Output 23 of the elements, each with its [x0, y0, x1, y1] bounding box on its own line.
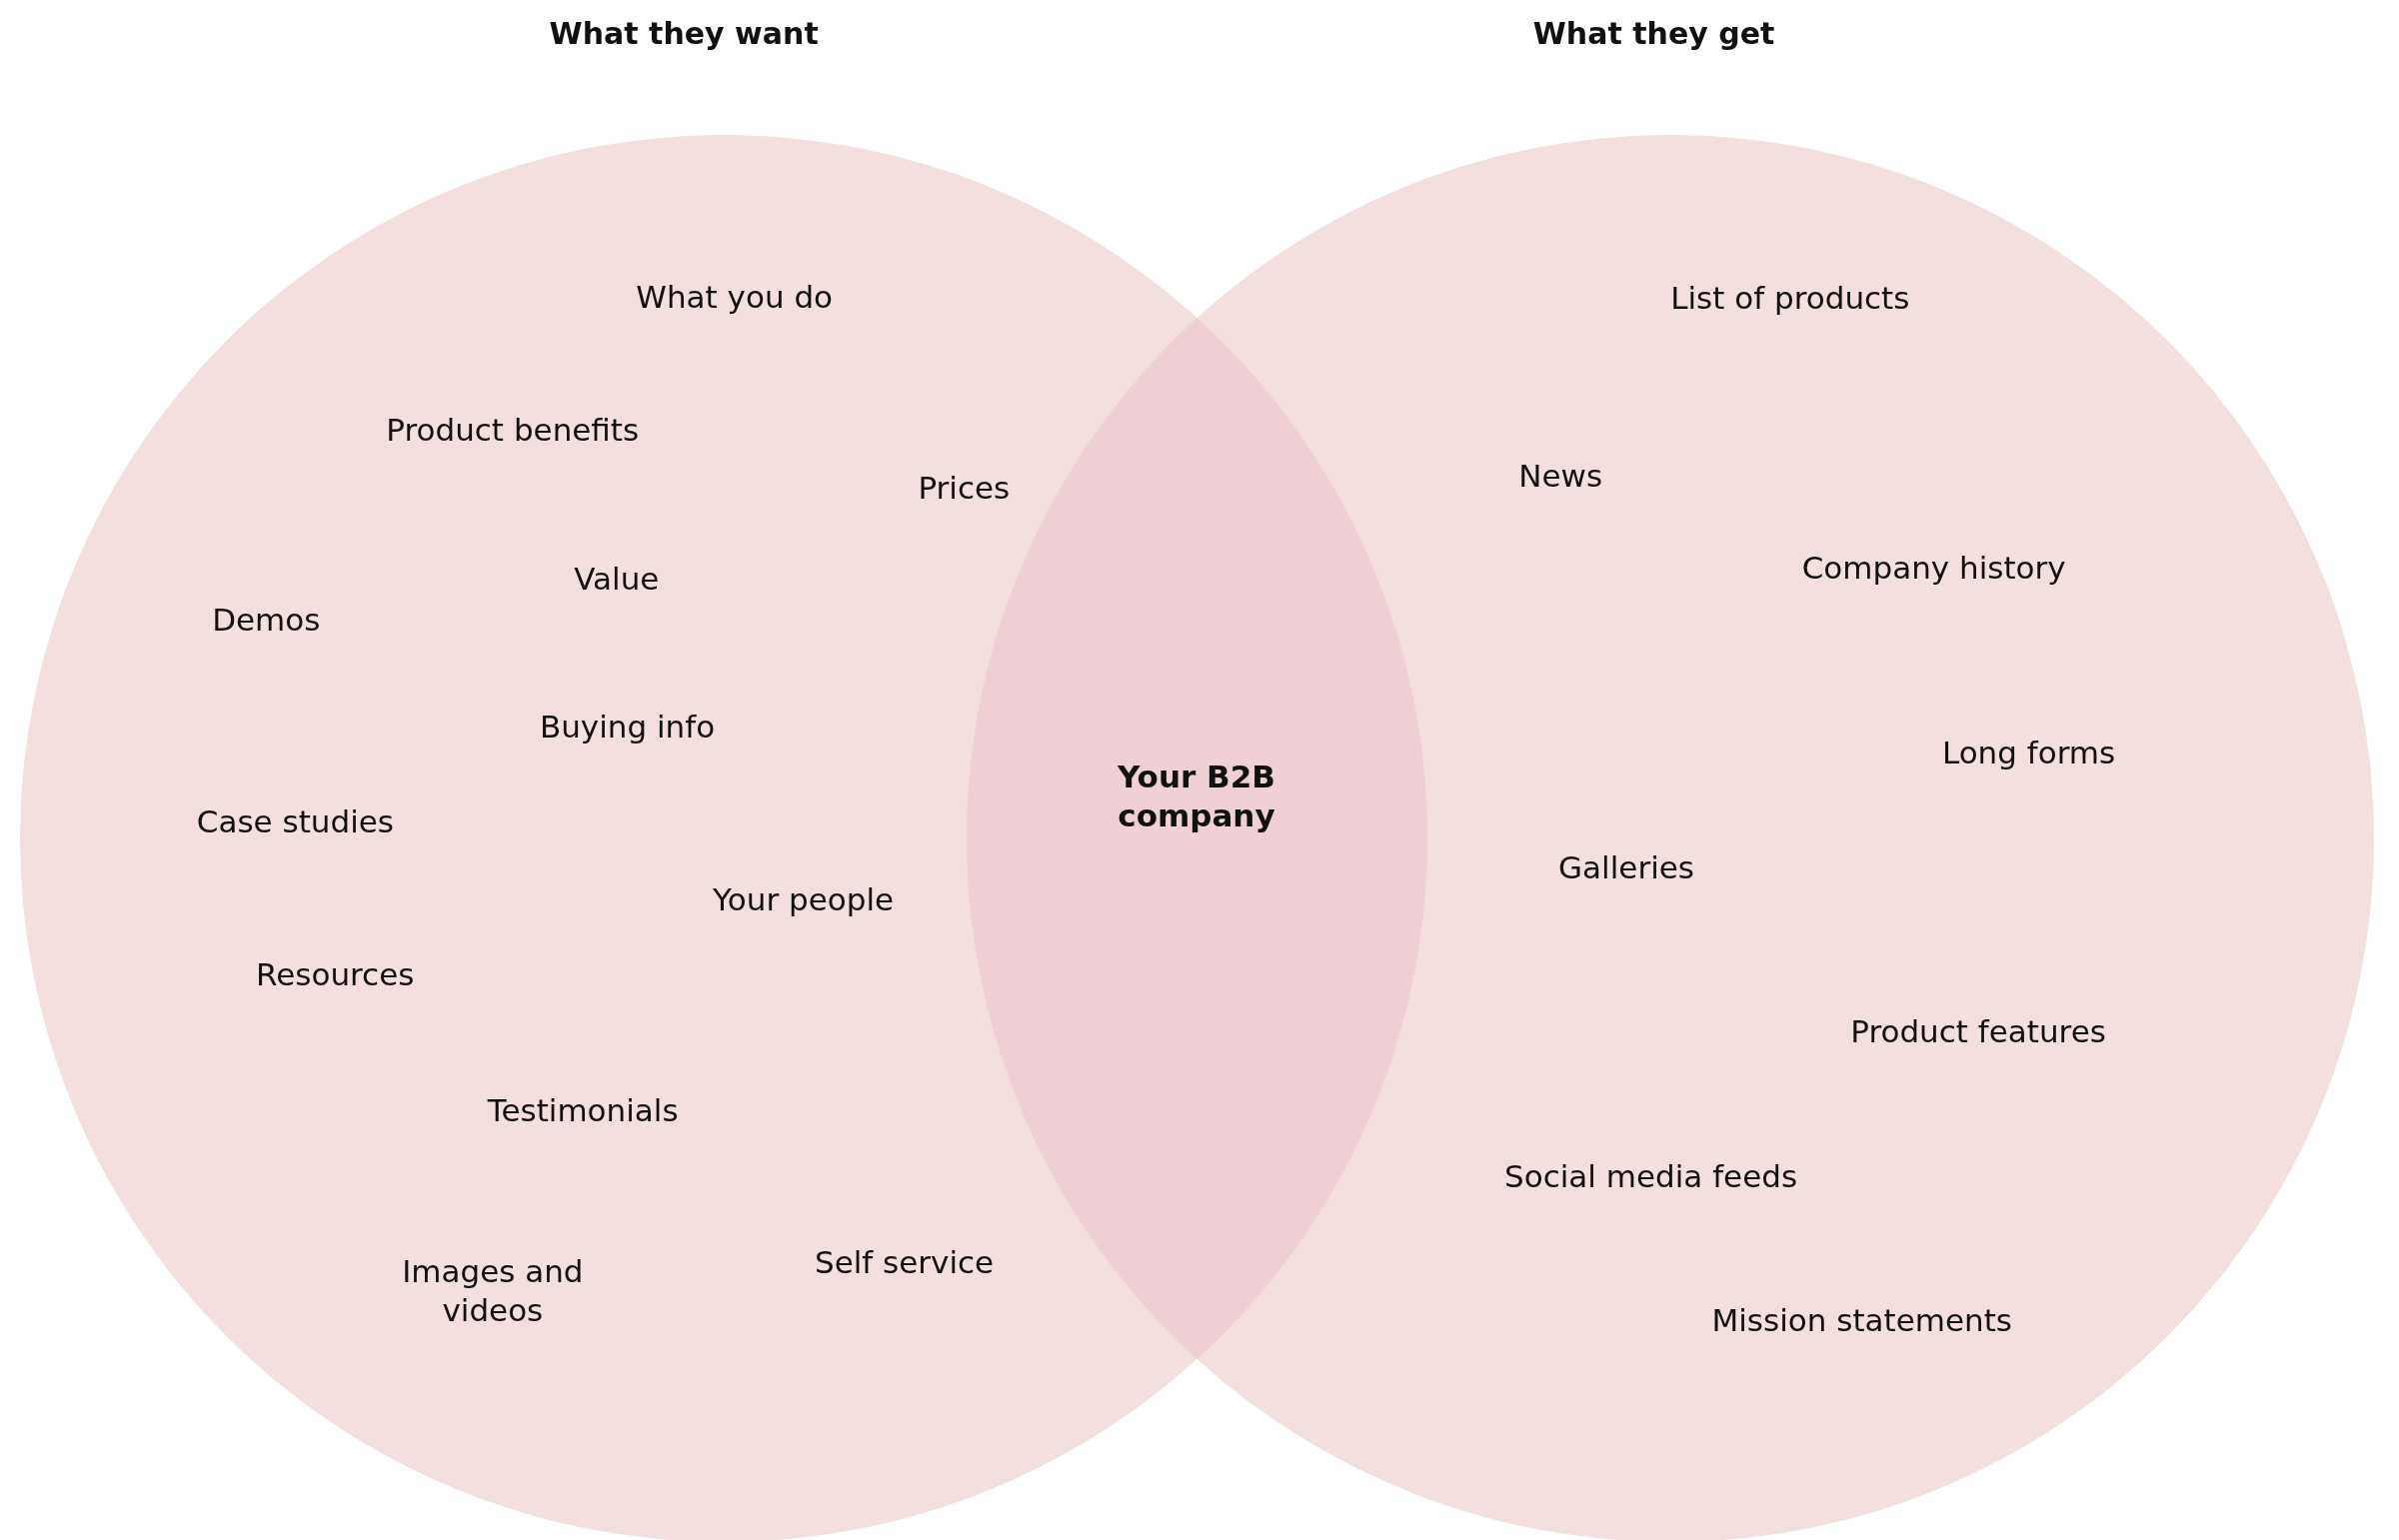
item-text: Value [574, 559, 660, 598]
item-text: Images and videos [401, 1252, 585, 1330]
item-text: Self service [815, 1242, 995, 1282]
item-text: Case studies [196, 801, 394, 841]
item-text: Product benefits [386, 410, 640, 450]
item-text: Long forms [1941, 733, 2116, 772]
item-text: Galleries [1558, 847, 1694, 887]
item-text: Product features [1850, 1011, 2106, 1050]
item-text: List of products [1670, 279, 1910, 318]
item-text: Social media feeds [1504, 1156, 1798, 1196]
item-text: Demos [212, 600, 321, 640]
item-text: News [1518, 456, 1603, 496]
item-text: Buying info [539, 707, 716, 747]
item-text: Resources [256, 954, 415, 994]
item-text: Mission statements [1711, 1300, 2012, 1340]
item-text: Prices [918, 468, 1011, 508]
item-text: Company history [1801, 548, 2066, 588]
item-text: What you do [636, 277, 834, 317]
item-text: Your people [713, 879, 895, 919]
item-text: Testimonials [487, 1090, 679, 1130]
circle-heading: What they get [1532, 14, 1775, 53]
overlap-label: Your B2B company [1117, 758, 1276, 836]
circle-heading: What they want [549, 14, 819, 53]
